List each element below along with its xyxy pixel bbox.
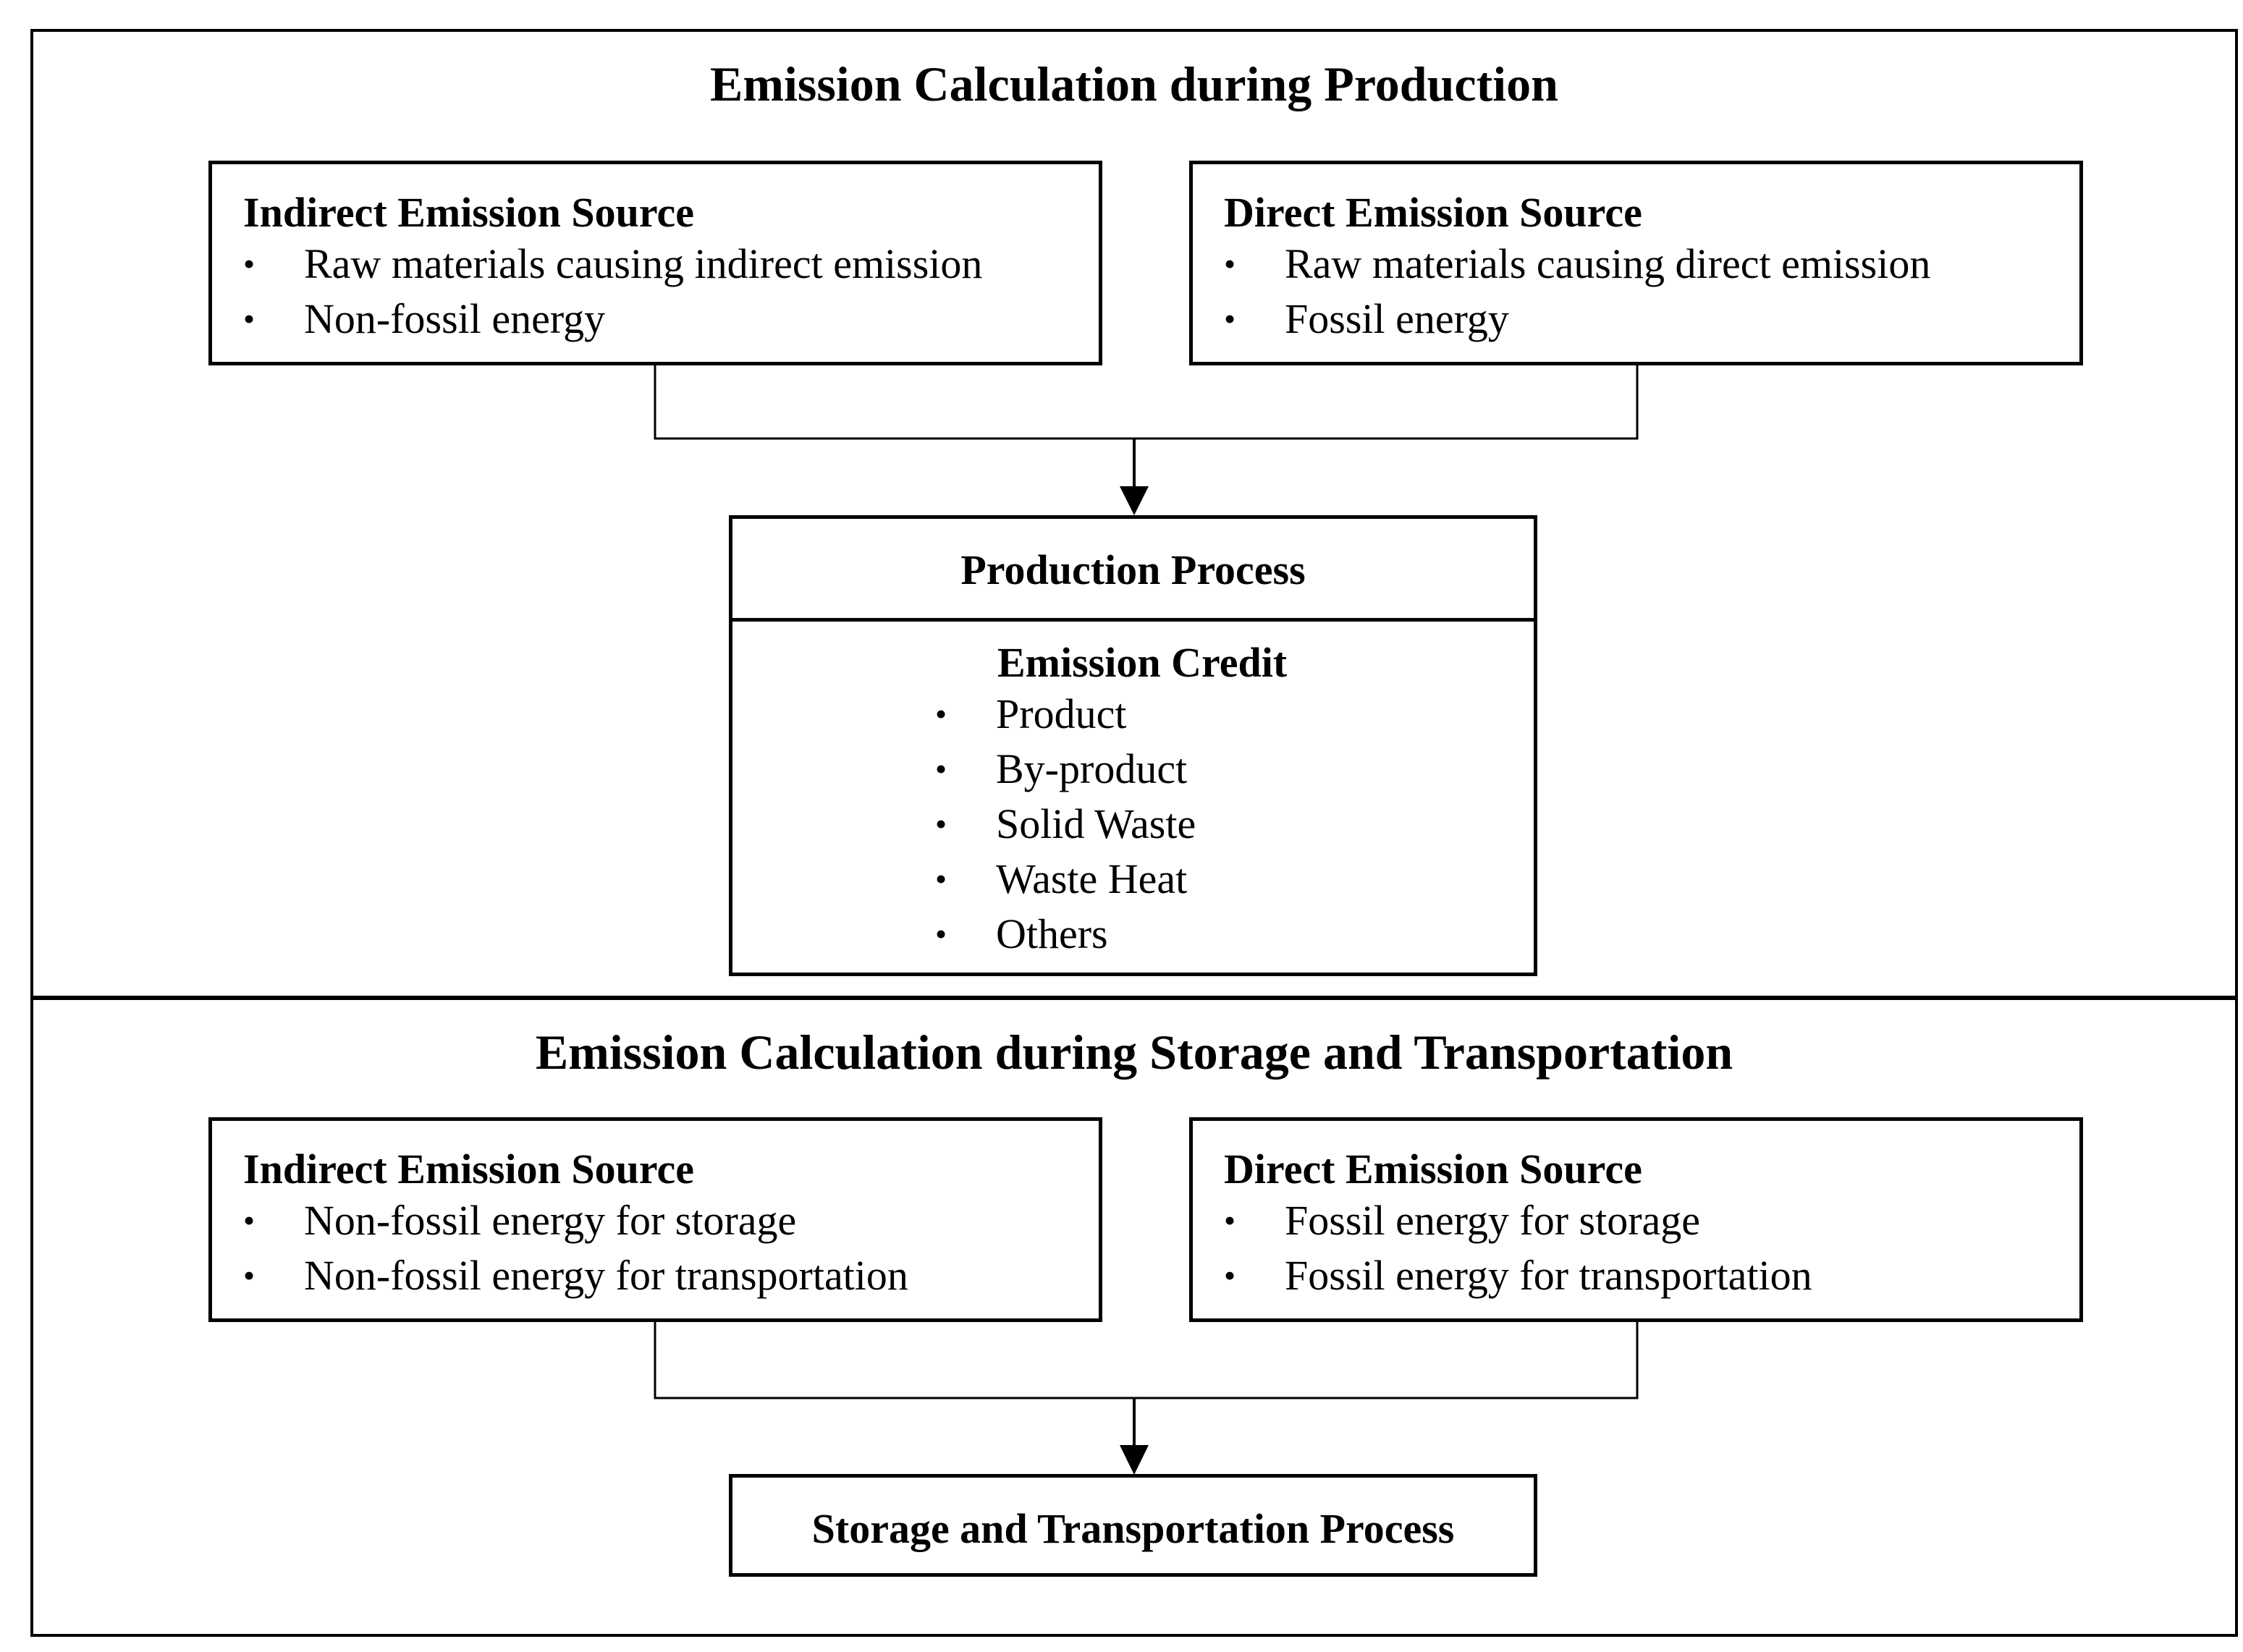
production-process-label: Production Process xyxy=(960,546,1306,593)
storage-process-label: Storage and Transportation Process xyxy=(811,1505,1455,1552)
production-direct-source-box: Direct Emission Source Raw materials cau… xyxy=(1189,161,2083,365)
list-item: Fossil energy for transportation xyxy=(1224,1248,1812,1303)
emission-credit-list: Product By-product Solid Waste Waste Hea… xyxy=(935,687,1196,962)
production-arrow-icon xyxy=(1120,486,1149,515)
production-title: Emission Calculation during Production xyxy=(710,56,1558,111)
production-panel: Emission Calculation during Production xyxy=(30,29,2238,1000)
production-direct-heading: Direct Emission Source xyxy=(1224,189,1642,236)
storage-direct-list: Fossil energy for storage Fossil energy … xyxy=(1224,1193,1812,1303)
list-item: Fossil energy xyxy=(1224,292,1930,347)
production-process-divider xyxy=(732,618,1534,622)
list-item: Fossil energy for storage xyxy=(1224,1193,1812,1248)
storage-process-box: Storage and Transportation Process xyxy=(729,1474,1537,1577)
production-indirect-heading: Indirect Emission Source xyxy=(243,189,695,236)
emission-credit-heading: Emission Credit xyxy=(997,639,1288,686)
list-item: Solid Waste xyxy=(935,797,1196,852)
production-indirect-source-box: Indirect Emission Source Raw materials c… xyxy=(208,161,1102,365)
list-item: Others xyxy=(935,907,1196,962)
storage-arrow-icon xyxy=(1120,1445,1149,1475)
production-process-box: Production Process Emission Credit Produ… xyxy=(729,515,1537,976)
production-indirect-list: Raw materials causing indirect emission … xyxy=(243,237,982,347)
storage-indirect-list: Non-fossil energy for storage Non-fossil… xyxy=(243,1193,908,1303)
list-item: Product xyxy=(935,687,1196,742)
storage-title: Emission Calculation during Storage and … xyxy=(535,1025,1733,1080)
list-item: By-product xyxy=(935,742,1196,797)
storage-direct-source-box: Direct Emission Source Fossil energy for… xyxy=(1189,1117,2083,1322)
list-item: Non-fossil energy for storage xyxy=(243,1193,908,1248)
list-item: Non-fossil energy xyxy=(243,292,982,347)
storage-indirect-heading: Indirect Emission Source xyxy=(243,1145,695,1193)
list-item: Raw materials causing indirect emission xyxy=(243,237,982,292)
storage-connector xyxy=(654,1321,1639,1445)
storage-panel: Emission Calculation during Storage and … xyxy=(30,996,2238,1637)
production-connector xyxy=(654,364,1639,486)
storage-direct-heading: Direct Emission Source xyxy=(1224,1145,1642,1193)
list-item: Waste Heat xyxy=(935,852,1196,907)
list-item: Non-fossil energy for transportation xyxy=(243,1248,908,1303)
list-item: Raw materials causing direct emission xyxy=(1224,237,1930,292)
storage-indirect-source-box: Indirect Emission Source Non-fossil ener… xyxy=(208,1117,1102,1322)
production-direct-list: Raw materials causing direct emission Fo… xyxy=(1224,237,1930,347)
